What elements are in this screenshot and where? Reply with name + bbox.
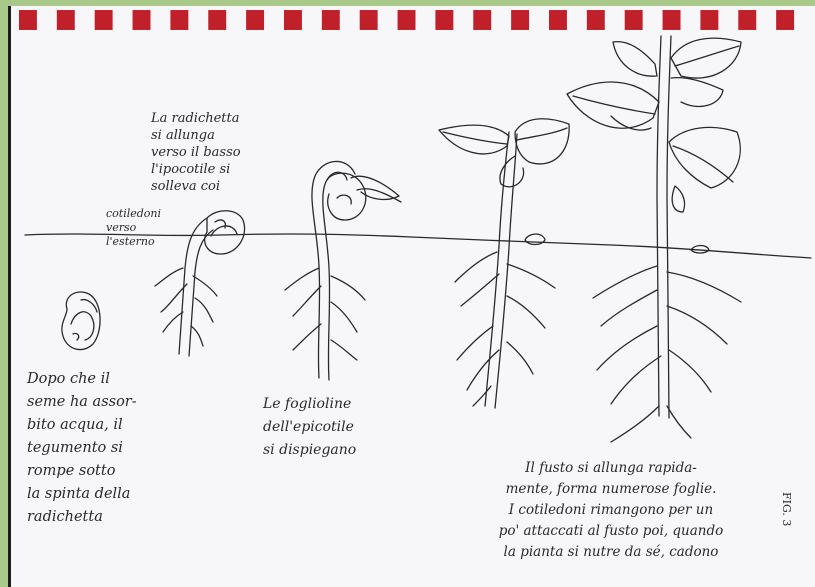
- soil-pebble: [525, 234, 545, 245]
- page-mark: FIG. 3: [780, 492, 793, 526]
- caption-cotyledons: cotiledoni verso l'esterno: [106, 207, 176, 249]
- caption-leaflets-unfold: Le foglioline dell'epicotile si dispiega…: [263, 393, 403, 462]
- stage-1-seed: [62, 292, 100, 350]
- stage-5-mature-plant: [567, 36, 741, 442]
- caption-seed-swelling: Dopo che il seme ha assor- bito acqua, i…: [27, 368, 177, 529]
- caption-radicle-grows: La radichetta si allunga verso il basso …: [151, 110, 281, 195]
- caption-stem-grows: Il fusto si allunga rapida- mente, forma…: [421, 458, 801, 563]
- stage-3-hook: [285, 161, 401, 380]
- stage-4-first-leaves: [439, 119, 569, 408]
- notebook-page: Dopo che il seme ha assor- bito acqua, i…: [8, 6, 815, 587]
